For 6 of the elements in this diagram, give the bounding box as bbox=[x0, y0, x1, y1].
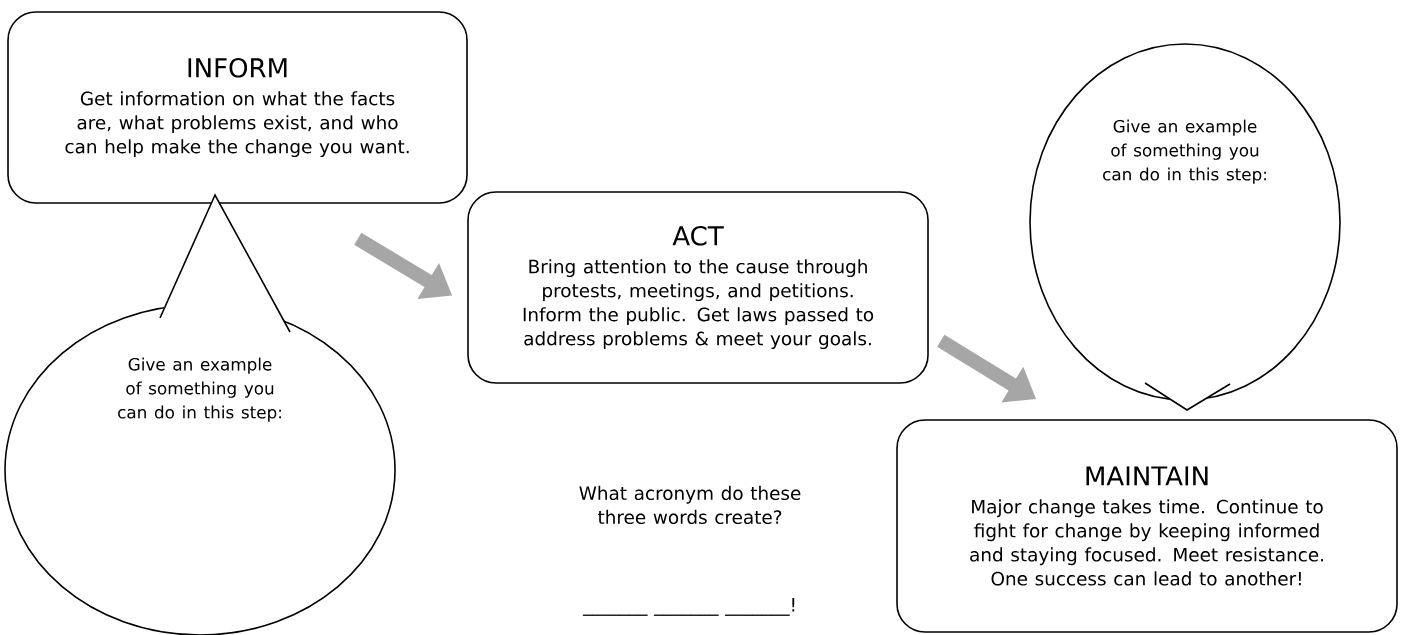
prompt-text: What acronym do these three words create? bbox=[579, 485, 801, 525]
step-box: ACT Bring attention to the cause through protests, meetings, and petitions. Inform the public. Get laws passed to address problems & meet your goals. bbox=[467, 191, 929, 384]
step-box: MAINTAIN Major change takes time. Continue to fight for change by keeping informed and staying focused. Meet resistance. One success can lead to another! bbox=[896, 419, 1398, 633]
speech-bubble: Give an example of something you can do in this step: bbox=[4, 193, 396, 635]
prompt-text: _______ _______ _______! bbox=[582, 598, 795, 616]
speech-bubble: Give an example of something you can do in this step: bbox=[1029, 43, 1341, 411]
